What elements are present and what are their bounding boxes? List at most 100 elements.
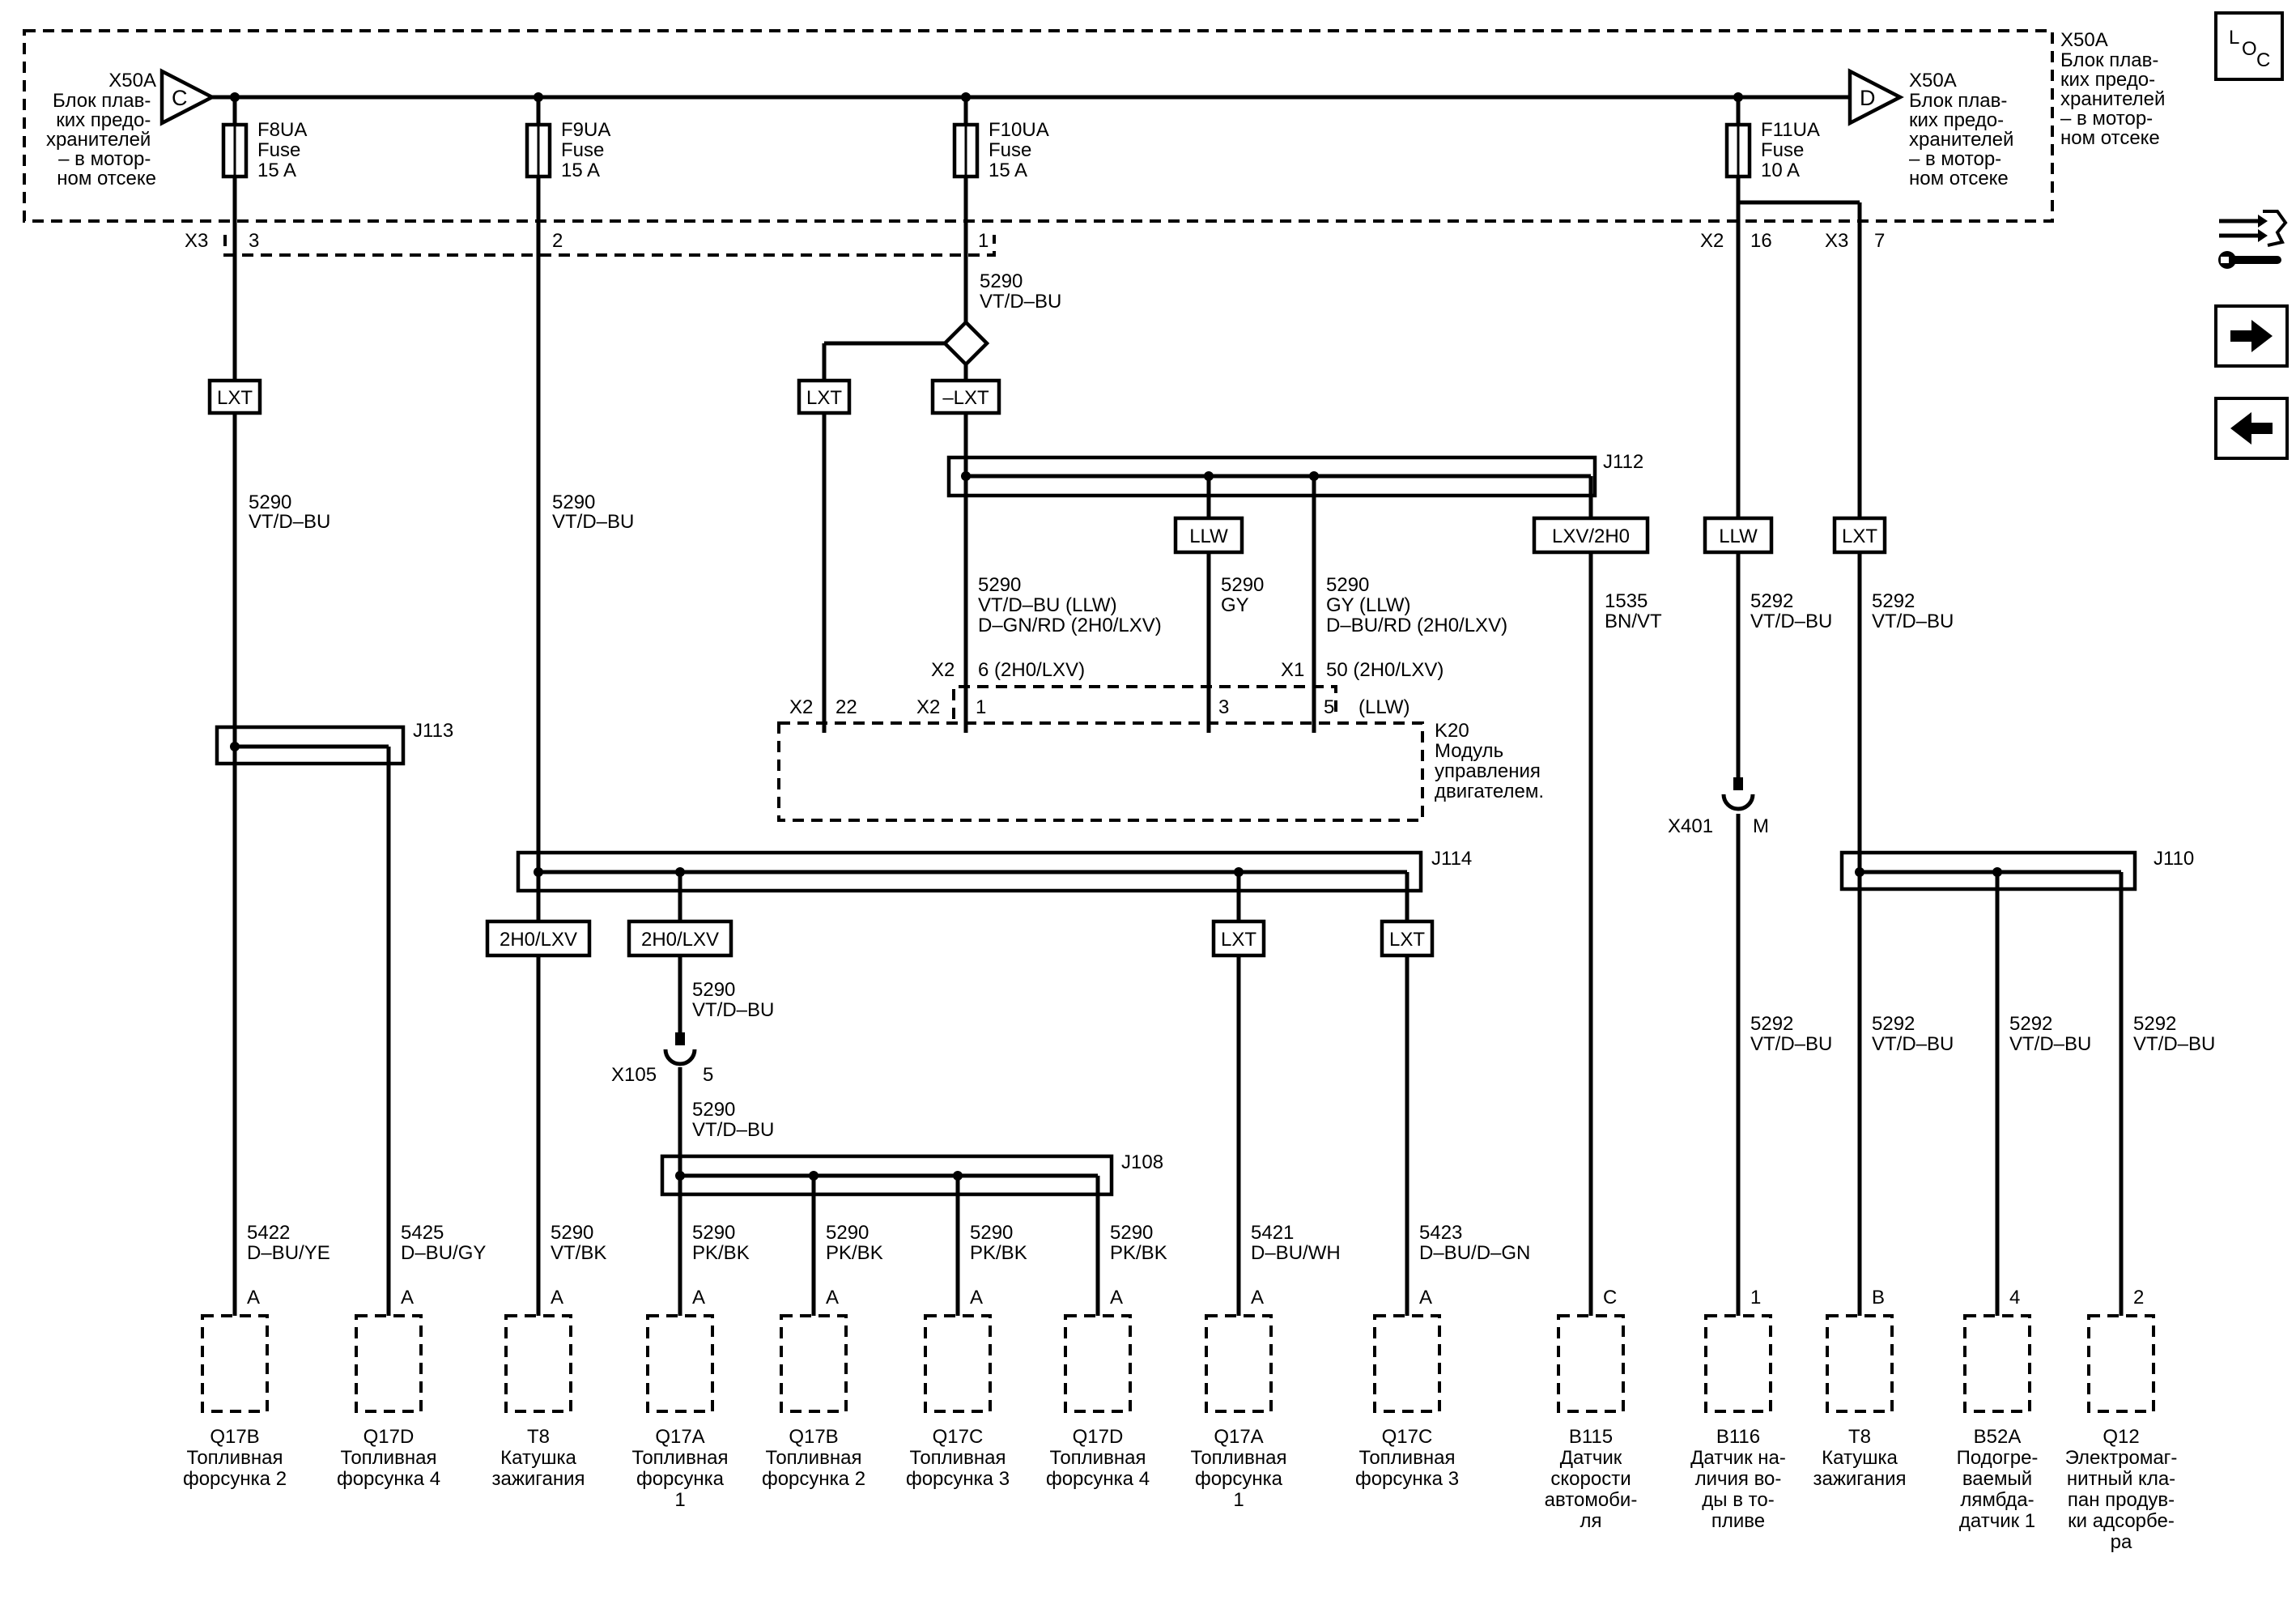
svg-text:2H0/LXV: 2H0/LXV: [500, 929, 577, 951]
fuse-block-border: [23, 29, 2054, 223]
ecm-name: K20: [1435, 720, 1469, 742]
option-lxt-d: LXT: [1211, 919, 1266, 958]
splice-j110: [1839, 850, 2137, 891]
component-pin: A: [401, 1287, 414, 1308]
component-body: [2087, 1314, 2155, 1413]
fuse-f8ua-label: F8UA Fuse 15 A: [257, 119, 312, 181]
wire-5421-label: 5421 D–BU/WH: [1251, 1222, 1341, 1264]
svg-text:2H0/LXV: 2H0/LXV: [641, 929, 719, 951]
splice-j114: [516, 850, 1423, 893]
ecm-pin-x2-1: X2: [916, 696, 940, 718]
component-body: [504, 1314, 572, 1413]
option-neg-lxt: –LXT: [930, 378, 1001, 415]
fuse-f9ua[interactable]: [525, 92, 552, 179]
component-body: [780, 1314, 848, 1413]
component-pin: A: [970, 1287, 983, 1308]
fuse-f9ua-label: F9UA Fuse 15 A: [561, 119, 615, 181]
ecm-pin-x2-22: X2: [789, 696, 813, 718]
ecm-top-50: 50 (2H0/LXV): [1326, 659, 1444, 681]
component-pin: A: [247, 1287, 260, 1308]
svg-text:LXT: LXT: [1842, 526, 1877, 547]
fuse-f11ua[interactable]: [1724, 92, 1752, 179]
conn-x3-right: X3: [1825, 230, 1848, 252]
location-button[interactable]: L O C: [2214, 11, 2284, 81]
x401-name: X401: [1668, 815, 1713, 837]
ecm-pin-1: 1: [976, 696, 986, 718]
component-pin: A: [826, 1287, 839, 1308]
x401-pin: M: [1753, 815, 1769, 837]
wire-t8-right-label: 5292 VT/D–BU: [1872, 1013, 1954, 1055]
svg-text:–LXT: –LXT: [942, 387, 989, 409]
conn-x2-right: X2: [1700, 230, 1724, 252]
option-2h0-lxv-b: 2H0/LXV: [627, 919, 733, 958]
ecm-desc: Модуль управления двигателем.: [1435, 740, 1546, 802]
arrow-left-button[interactable]: [2214, 397, 2289, 460]
x105-pin: 5: [703, 1064, 713, 1086]
component-body: [355, 1314, 423, 1413]
connector-end-view-icon[interactable]: [2214, 206, 2291, 279]
wire-x401-label: 5292 VT/D–BU: [1750, 1013, 1832, 1055]
ecm-top-6: 6 (2H0/LXV): [978, 659, 1085, 681]
splice-j108: [660, 1154, 1114, 1197]
bus-ref-c-name: X50A: [108, 70, 156, 91]
component-pin: A: [551, 1287, 563, 1308]
wire-5290-top: 5290 VT/D–BU: [980, 270, 1061, 313]
component-pin: C: [1603, 1287, 1617, 1308]
bus-ref-d[interactable]: D: [1847, 68, 1904, 126]
arrow-right-button[interactable]: [2214, 304, 2289, 368]
bus-ref-c[interactable]: C: [159, 68, 216, 126]
bus-ref-c-desc: Блок плав- ких предо- хранителей – в мот…: [46, 90, 156, 189]
wire-x105-a-label: 5290 VT/D–BU: [692, 979, 774, 1021]
component-body: [201, 1314, 269, 1413]
option-llw-b: LLW: [1703, 516, 1774, 555]
svg-text:C: C: [2256, 49, 2270, 71]
component-body: [1963, 1314, 2031, 1413]
option-lxt-e: LXT: [1380, 919, 1435, 958]
svg-text:LXT: LXT: [1389, 929, 1425, 951]
fuse-f11ua-label: F11UA Fuse 10 A: [1761, 119, 1824, 181]
arrow-left-icon: [2230, 412, 2273, 445]
wire-b52a-label: 5292 VT/D–BU: [2009, 1013, 2091, 1055]
diamond-splice: [942, 319, 990, 368]
inline-connector-x105: [663, 1032, 697, 1066]
wire-q17a-label: 5290 PK/BK: [692, 1222, 750, 1264]
fuse-f10ua[interactable]: [952, 92, 980, 179]
splice-j108-label: J108: [1121, 1151, 1163, 1173]
component-pin: 2: [2133, 1287, 2144, 1308]
ecm-module-k20[interactable]: [777, 721, 1424, 822]
svg-text:LXT: LXT: [217, 387, 253, 409]
bus-ref-d-name: X50A: [1909, 70, 1957, 91]
svg-text:D: D: [1860, 86, 1876, 110]
svg-text:LXV/2H0: LXV/2H0: [1552, 526, 1630, 547]
wire-q12-label: 5292 VT/D–BU: [2133, 1013, 2215, 1055]
fuse-f8ua[interactable]: [221, 92, 249, 179]
wire-x105-b-label: 5290 VT/D–BU: [692, 1099, 774, 1141]
component-body: [1704, 1314, 1772, 1413]
svg-text:LLW: LLW: [1189, 526, 1228, 547]
pin-16: 16: [1750, 230, 1772, 252]
ecm-pin-22: 22: [835, 696, 857, 718]
